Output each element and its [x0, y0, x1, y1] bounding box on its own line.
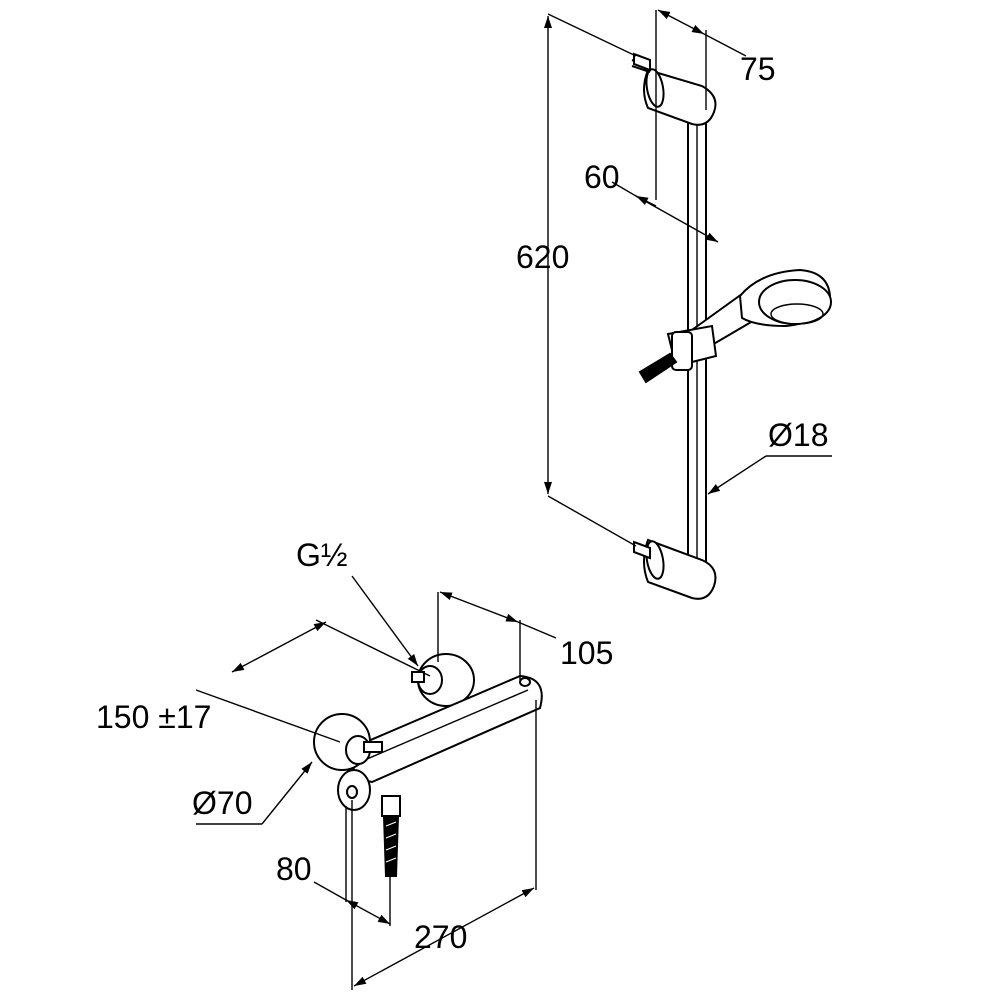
- dim-outlet-offset: 80: [276, 851, 312, 887]
- shower-rail-assembly: [631, 52, 832, 600]
- outlet-hose: [381, 795, 401, 877]
- valve-end-cap: [337, 769, 371, 811]
- dimension-labels: 75 60 620 Ø18 G½ 105 150 ±17 Ø70 80 270: [96, 51, 828, 955]
- dim-rail-length: 620: [516, 239, 569, 275]
- top-bracket: [631, 52, 717, 126]
- rear-rosette: [411, 653, 475, 707]
- dim-inlet-spacing: 150 ±17: [96, 699, 211, 735]
- dimension-lines: [195, 9, 832, 990]
- dim-bracket-depth: 60: [584, 159, 620, 195]
- dim-thread: G½: [296, 537, 348, 573]
- bottom-bracket: [633, 538, 717, 600]
- thermostat-valve-assembly: [313, 653, 543, 877]
- dim-valve-projection: 105: [560, 635, 613, 671]
- front-rosette: [313, 713, 383, 771]
- dim-rail-offset: 75: [740, 51, 776, 87]
- dim-valve-width: 270: [414, 919, 467, 955]
- dim-rail-diameter: Ø18: [768, 417, 828, 453]
- hand-shower: [638, 268, 832, 384]
- dim-rosette-diameter: Ø70: [192, 785, 252, 821]
